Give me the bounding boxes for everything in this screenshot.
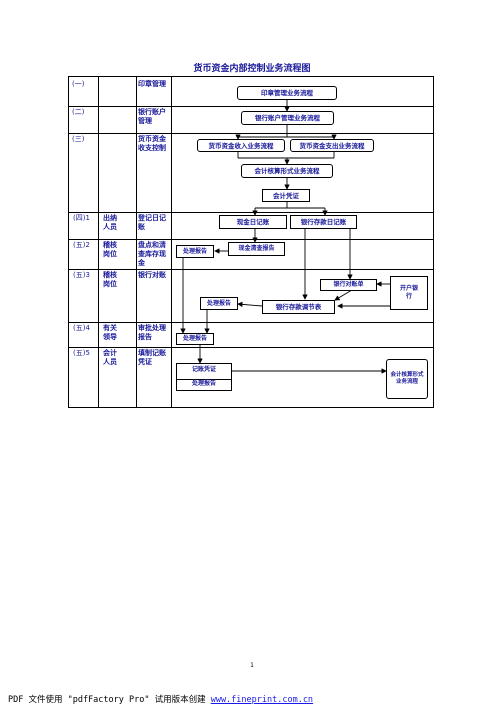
row-task: 银行对账 <box>138 271 166 279</box>
row-task: 印章管理 <box>138 80 166 88</box>
col-divider <box>98 76 99 408</box>
flow-table <box>68 76 434 408</box>
row-number: (五)2 <box>73 241 90 249</box>
col-divider <box>136 76 137 408</box>
row-task: 货币资金收支控制 <box>138 135 166 152</box>
row-task: 审批处理报告 <box>138 324 166 341</box>
accounting-form-flow-box-2: 会计核算形式业务流程 <box>386 359 428 399</box>
bank-account-flow-box: 银行账户管理业务流程 <box>241 111 334 125</box>
bank-journal-box: 银行存款日记账 <box>290 215 357 229</box>
row-task: 盘点和清查库存现金 <box>138 241 166 267</box>
row-number: (四)1 <box>73 214 90 222</box>
footer-text: PDF 文件使用 "pdfFactory Pro" 试用版本创建 <box>8 695 211 705</box>
table-border <box>68 407 434 408</box>
bookkeeping-group: 记账凭证 处理报告 <box>176 363 232 391</box>
seal-flow-box: 印章管理业务流程 <box>237 86 337 100</box>
accounting-form-flow-box: 会计核算形式业务流程 <box>241 164 333 178</box>
row-divider <box>68 212 434 213</box>
row-number: (二) <box>72 108 85 116</box>
row-divider <box>68 269 434 270</box>
report-box: 处理报告 <box>176 245 214 258</box>
row-divider <box>68 347 434 348</box>
row-divider <box>68 106 434 107</box>
report-box: 处理报告 <box>176 333 214 345</box>
row-post: 稽核岗位 <box>103 241 117 258</box>
col-divider <box>171 76 172 408</box>
row-post: 有关领导 <box>103 324 117 341</box>
expense-flow-box: 货币资金支出业务流程 <box>290 139 374 152</box>
report-box: 处理报告 <box>200 297 238 310</box>
row-divider <box>68 322 434 323</box>
report-label: 处理报告 <box>177 378 231 388</box>
cash-journal-box: 现金日记账 <box>219 215 287 229</box>
row-number: (三) <box>72 135 85 143</box>
row-task: 填制记账凭证 <box>138 349 166 366</box>
pdf-footer: PDF 文件使用 "pdfFactory Pro" 试用版本创建 www.fin… <box>8 693 313 705</box>
table-border <box>68 76 69 408</box>
open-bank-box: 开户银行 <box>390 276 428 310</box>
row-number: (五)4 <box>73 324 90 332</box>
cash-count-report-box: 现金清查报告 <box>228 242 285 256</box>
table-border <box>68 76 434 77</box>
reconciliation-box: 银行存款调节表 <box>262 300 335 314</box>
voucher-box: 会计凭证 <box>262 189 310 202</box>
bank-statement-box: 银行对账单 <box>320 279 377 291</box>
income-flow-box: 货币资金收入业务流程 <box>197 139 285 152</box>
row-number: (一) <box>72 80 85 88</box>
row-post: 会计人员 <box>103 349 117 366</box>
row-post: 稽核岗位 <box>103 271 117 288</box>
row-post: 出纳人员 <box>103 214 117 231</box>
row-task: 登记日记账 <box>138 214 166 231</box>
row-number: (五)3 <box>73 271 90 279</box>
fineprint-link[interactable]: www.fineprint.com.cn <box>210 695 314 705</box>
row-number: (五)5 <box>73 349 90 357</box>
row-divider <box>68 133 434 134</box>
row-divider <box>68 239 434 240</box>
page-number: 1 <box>250 662 254 669</box>
table-border <box>433 76 434 408</box>
page-title: 货币资金内部控制业务流程图 <box>193 64 311 74</box>
bookkeeping-voucher-label: 记账凭证 <box>191 366 216 374</box>
row-task: 银行账户管理 <box>138 108 166 125</box>
